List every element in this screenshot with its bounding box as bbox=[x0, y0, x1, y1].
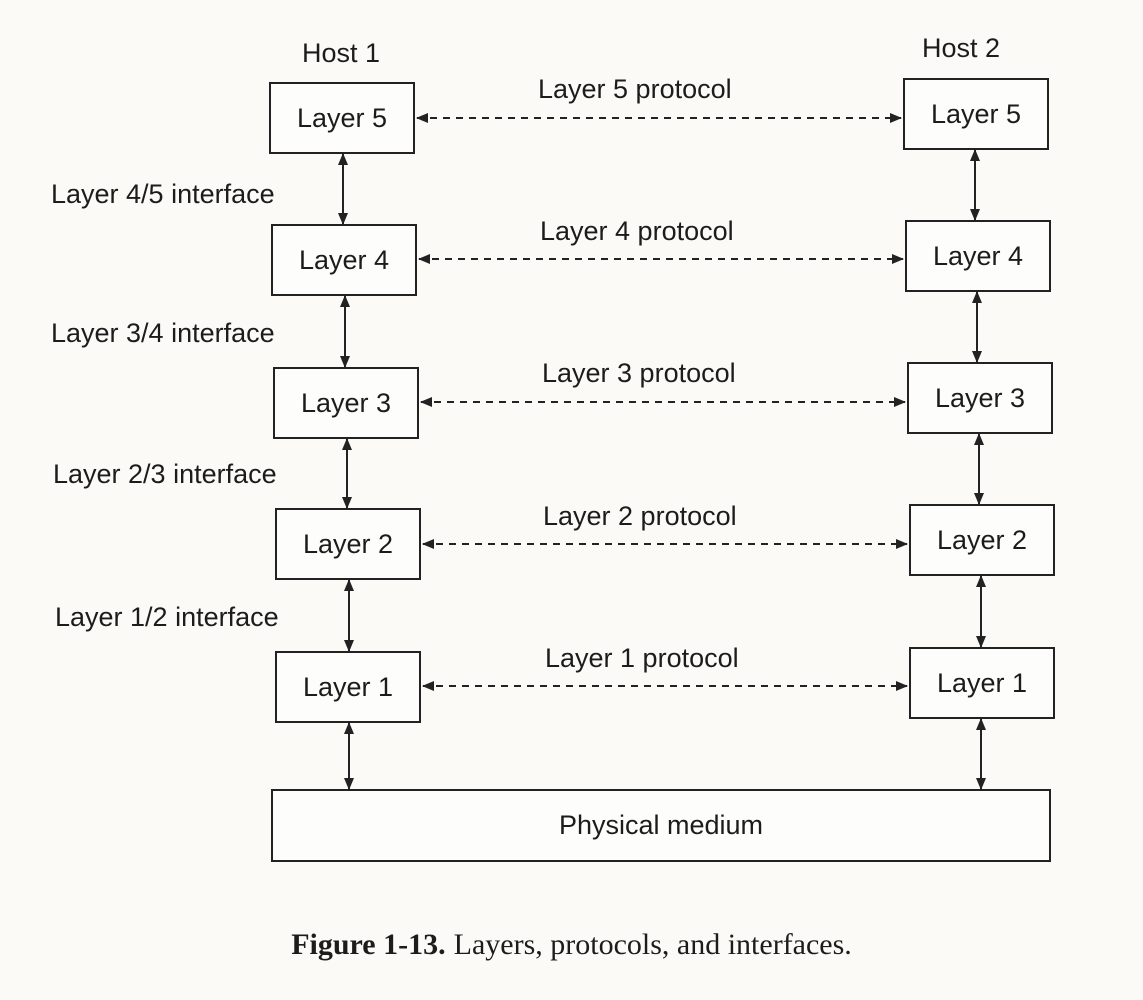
interface-label-2-3: Layer 2/3 interface bbox=[53, 459, 277, 489]
figure-caption: Figure 1-13.Layers, protocols, and inter… bbox=[0, 928, 1143, 962]
figure-number: Figure 1-13. bbox=[291, 928, 446, 961]
host-1-layer-3-box: Layer 3 bbox=[273, 367, 419, 439]
host-2-title: Host 2 bbox=[922, 33, 1001, 63]
figure-caption-text: Layers, protocols, and interfaces. bbox=[453, 928, 852, 961]
host-1-title: Host 1 bbox=[302, 38, 381, 68]
host-2-layer-3-box: Layer 3 bbox=[907, 362, 1053, 434]
host-2-layer-2-box: Layer 2 bbox=[909, 504, 1055, 576]
protocol-label-layer-2: Layer 2 protocol bbox=[543, 501, 737, 531]
host-2-layer-5-box: Layer 5 bbox=[903, 78, 1049, 150]
host-2-layer-1-box: Layer 1 bbox=[909, 647, 1055, 719]
interface-label-4-5: Layer 4/5 interface bbox=[51, 179, 275, 209]
host-1-layer-2-box: Layer 2 bbox=[275, 508, 421, 580]
protocol-label-layer-1: Layer 1 protocol bbox=[545, 643, 739, 673]
interface-label-3-4: Layer 3/4 interface bbox=[51, 318, 275, 348]
protocol-label-layer-3: Layer 3 protocol bbox=[542, 358, 736, 388]
interface-label-1-2: Layer 1/2 interface bbox=[55, 602, 279, 632]
protocol-label-layer-4: Layer 4 protocol bbox=[540, 216, 734, 246]
host-2-layer-4-box: Layer 4 bbox=[905, 220, 1051, 292]
host-1-layer-1-box: Layer 1 bbox=[275, 651, 421, 723]
protocol-label-layer-5: Layer 5 protocol bbox=[538, 74, 732, 104]
physical-medium-box: Physical medium bbox=[271, 789, 1051, 862]
host-1-layer-4-box: Layer 4 bbox=[271, 224, 417, 296]
host-1-layer-5-box: Layer 5 bbox=[269, 82, 415, 154]
